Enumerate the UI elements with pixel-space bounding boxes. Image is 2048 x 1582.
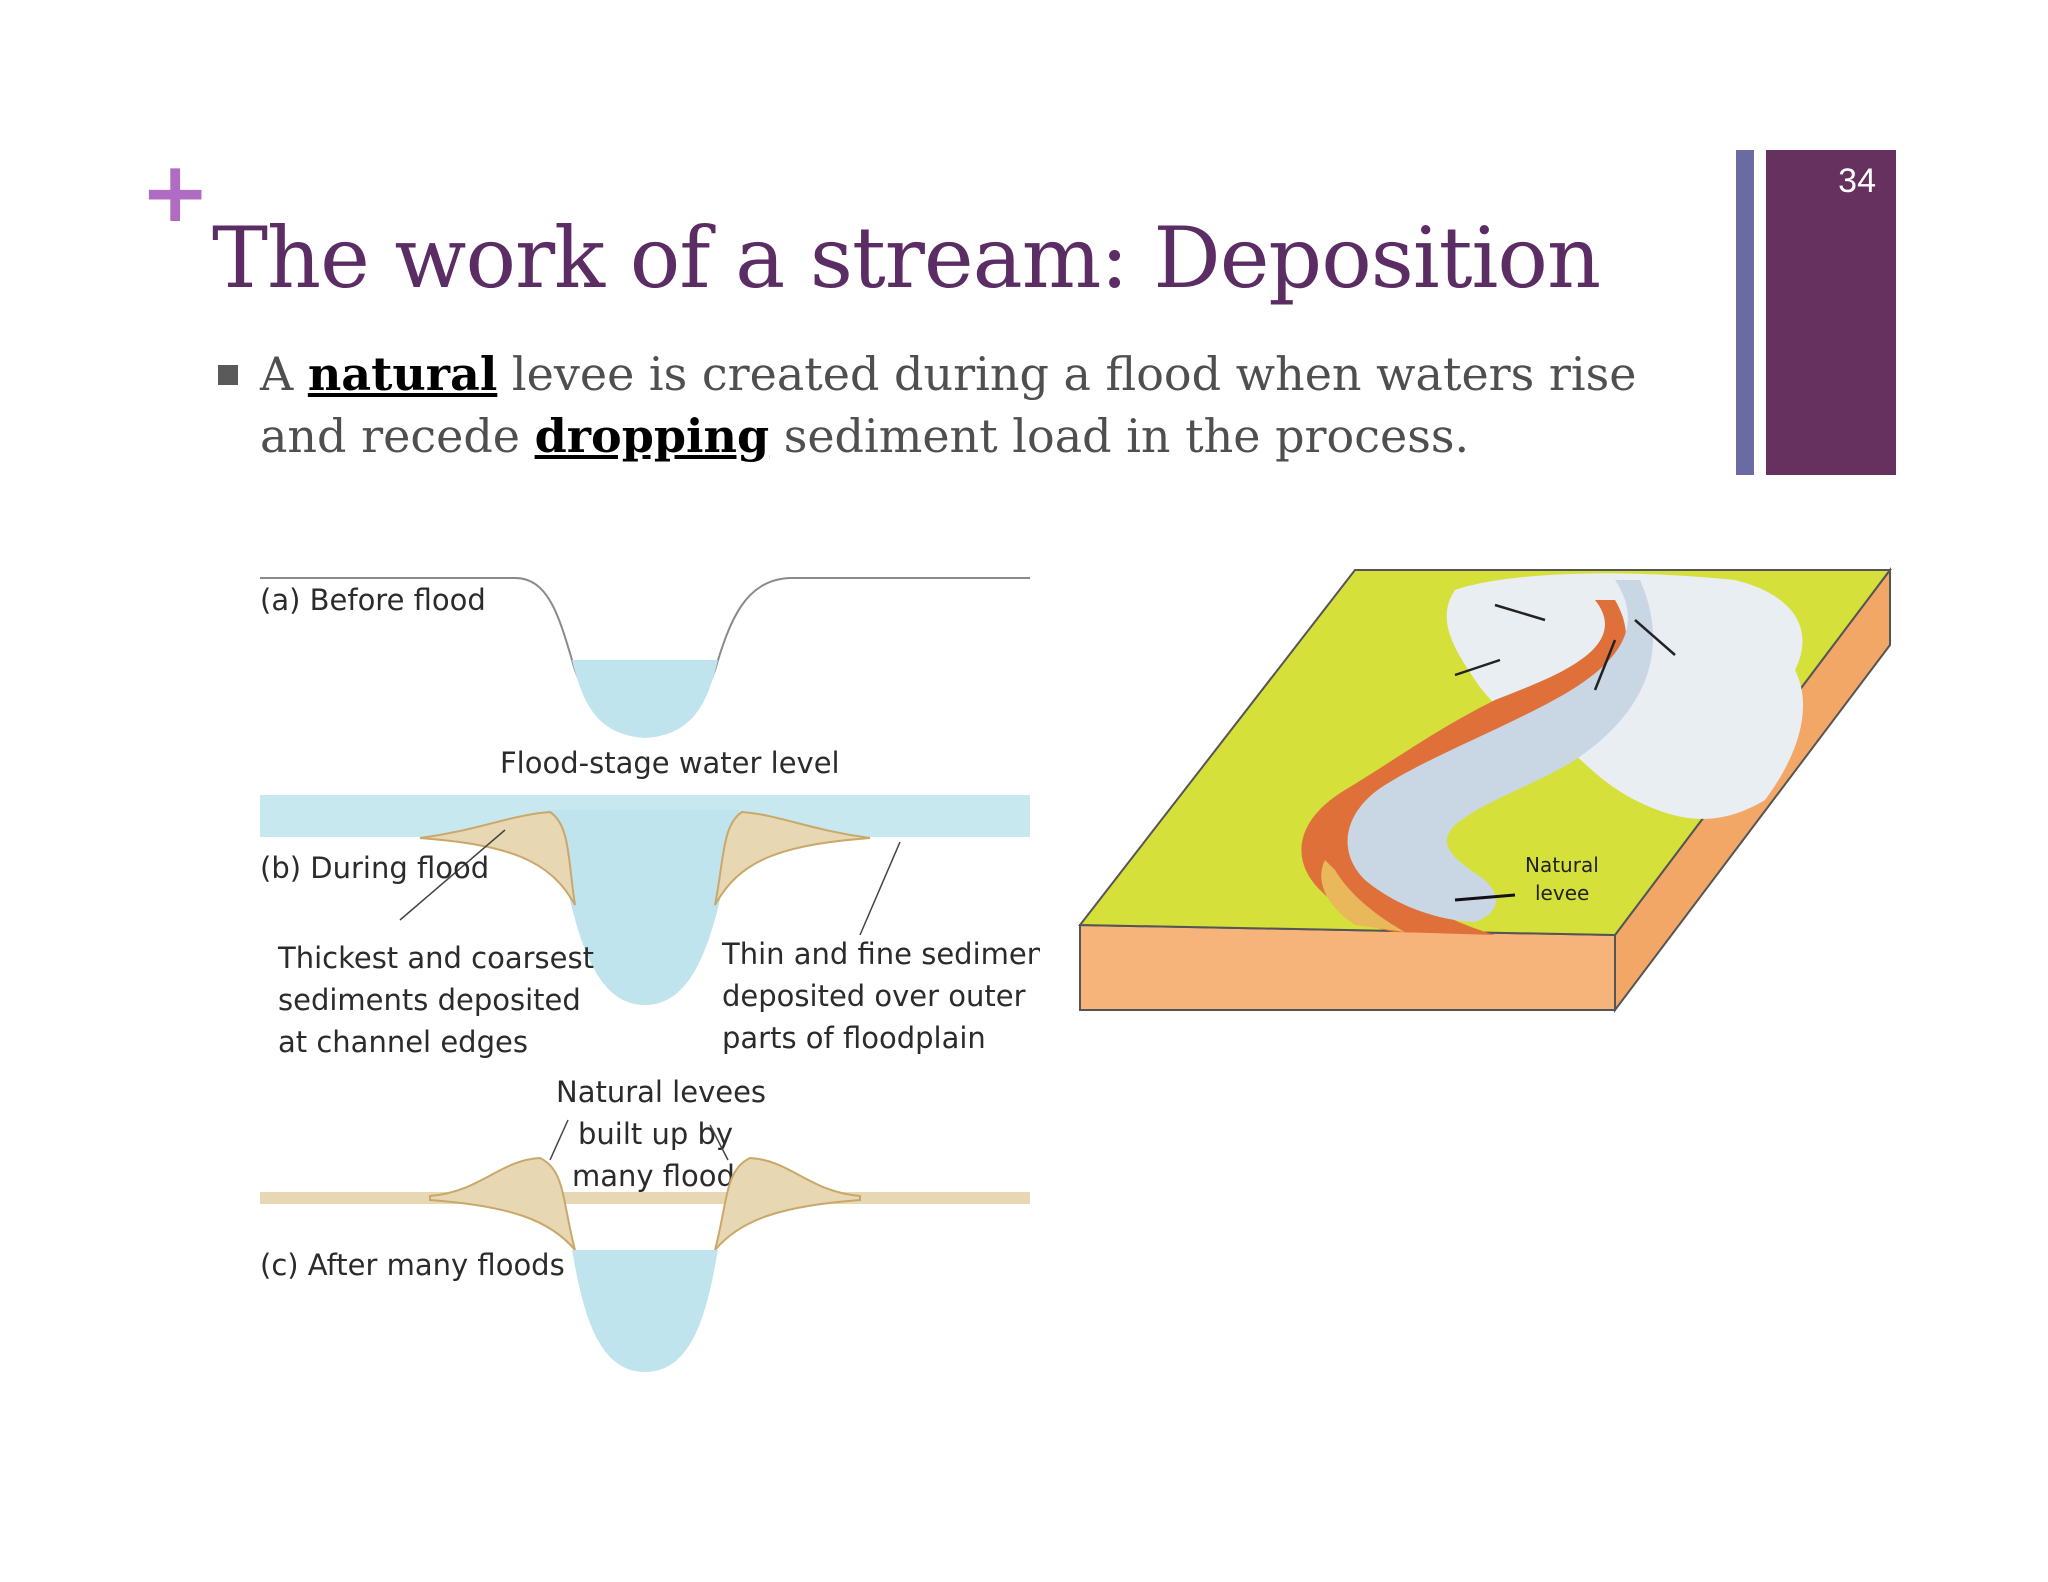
pointer-line (709, 1124, 729, 1161)
floodplain-block-diagram: Natural levee (1077, 567, 1893, 1013)
pointer-line (859, 841, 901, 936)
bullet-emphasis-dropping: dropping (534, 409, 770, 463)
label-natural-levees-1: Natural levees (556, 1075, 766, 1109)
label-natural-levees-2: built up by (578, 1117, 733, 1151)
label-during-flood: (b) During flood (260, 851, 489, 885)
plus-icon: + (140, 143, 211, 241)
label-thin-sediments-1: Thin and fine sediments (721, 937, 1040, 971)
levee-cross-sections-figure: (a) Before flood Flood-stage water level… (260, 577, 1040, 1372)
section-c-water (572, 1250, 718, 1372)
label-flood-stage-water-level: Flood-stage water level (500, 746, 840, 780)
bullet-emphasis-natural: natural (307, 347, 498, 401)
label-natural-levee-1: Natural (1525, 853, 1599, 877)
section-b-levee-right (714, 810, 871, 906)
label-before-flood: (a) Before flood (260, 583, 486, 617)
section-c-levee-left (429, 1156, 576, 1251)
sediment-deposit (1321, 860, 1405, 932)
section-c-levee-right (714, 1156, 861, 1251)
label-thin-sediments-2: deposited over outer (722, 979, 1026, 1013)
label-thickest-sediments-2: sediments deposited (278, 983, 581, 1017)
pointer-line (549, 1119, 569, 1161)
bullet-text-part: levee is created during a flood when wat… (260, 347, 1637, 463)
section-b-water (550, 810, 740, 1005)
slide-number: 34 (1838, 162, 1876, 200)
bullet-text: A natural levee is created during a floo… (260, 343, 1700, 467)
pointer-line (399, 829, 506, 921)
accent-bar-thin (1736, 150, 1754, 475)
slide-title: The work of a stream: Deposition (212, 209, 1601, 307)
flow-arrow (1593, 639, 1617, 691)
bullet-text-part: sediment load in the process. (769, 409, 1470, 463)
label-thickest-sediments-1: Thickest and coarsest (277, 941, 594, 975)
bullet-marker-icon (218, 365, 238, 385)
label-natural-levees-3: many floods (572, 1159, 750, 1193)
section-a-water (572, 660, 718, 738)
label-after-many-floods: (c) After many floods (260, 1248, 565, 1282)
label-thin-sediments-3: parts of floodplain (722, 1021, 986, 1055)
section-b-levee-left (419, 810, 576, 906)
section-c-floodplain (260, 1192, 1030, 1204)
accent-bar-thick (1766, 150, 1896, 475)
block-front-face (1079, 923, 1616, 1011)
flow-arrow (1454, 658, 1501, 677)
river-channel (1347, 580, 1654, 922)
flow-arrow (1634, 619, 1676, 656)
bullet-text-part: A (260, 347, 308, 401)
label-natural-levee-2: levee (1535, 881, 1589, 905)
flow-arrow (1494, 603, 1546, 622)
label-thickest-sediments-3: at channel edges (278, 1025, 528, 1059)
levee-pointer-arrow (1454, 893, 1516, 902)
